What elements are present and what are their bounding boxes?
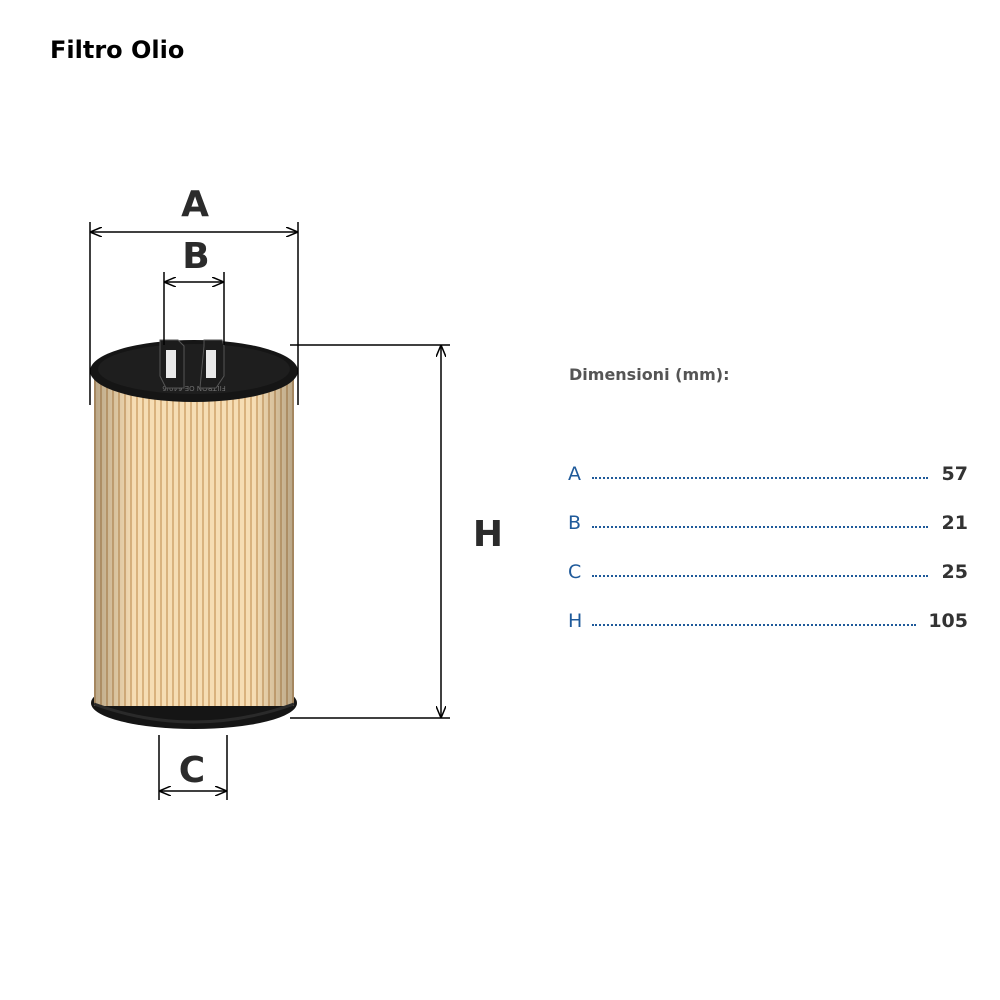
- spec-row-a: A 57: [568, 436, 968, 485]
- dimension-b: B: [163, 236, 225, 345]
- dotted-leader: [592, 624, 917, 626]
- label-c: C: [179, 750, 205, 791]
- dotted-leader: [592, 575, 928, 577]
- page-title: Filtro Olio: [50, 36, 185, 64]
- spec-value: 57: [941, 463, 968, 485]
- dimension-h: H: [290, 344, 503, 719]
- label-a: A: [181, 184, 209, 225]
- spec-value: 105: [928, 610, 968, 632]
- dotted-leader: [592, 477, 928, 479]
- top-clips: [159, 339, 225, 389]
- spec-row-b: B 21: [568, 485, 968, 534]
- spec-row-h: H 105: [568, 583, 968, 632]
- spec-key: C: [568, 561, 582, 583]
- dimensions-heading: Dimensioni (mm):: [569, 365, 730, 384]
- spec-value: 25: [941, 561, 968, 583]
- cap-text: FILTRON OE 640/6: [162, 384, 226, 392]
- filter-element: FILTRON OE 640/6: [90, 339, 298, 729]
- spec-key: H: [568, 610, 583, 632]
- dotted-leader: [592, 526, 928, 528]
- dimensions-table: Dimensioni (mm): A 57 B 21 C 25 H 105: [568, 365, 968, 632]
- spec-value: 21: [941, 512, 968, 534]
- filter-diagram: FILTRON OE 640/6 A B H C: [89, 184, 503, 800]
- label-h: H: [473, 514, 503, 555]
- label-b: B: [182, 236, 209, 277]
- spec-key: A: [568, 463, 581, 485]
- spec-key: B: [568, 512, 582, 534]
- spec-row-c: C 25: [568, 534, 968, 583]
- dimension-c: C: [158, 735, 228, 800]
- dimension-a: A: [89, 184, 299, 405]
